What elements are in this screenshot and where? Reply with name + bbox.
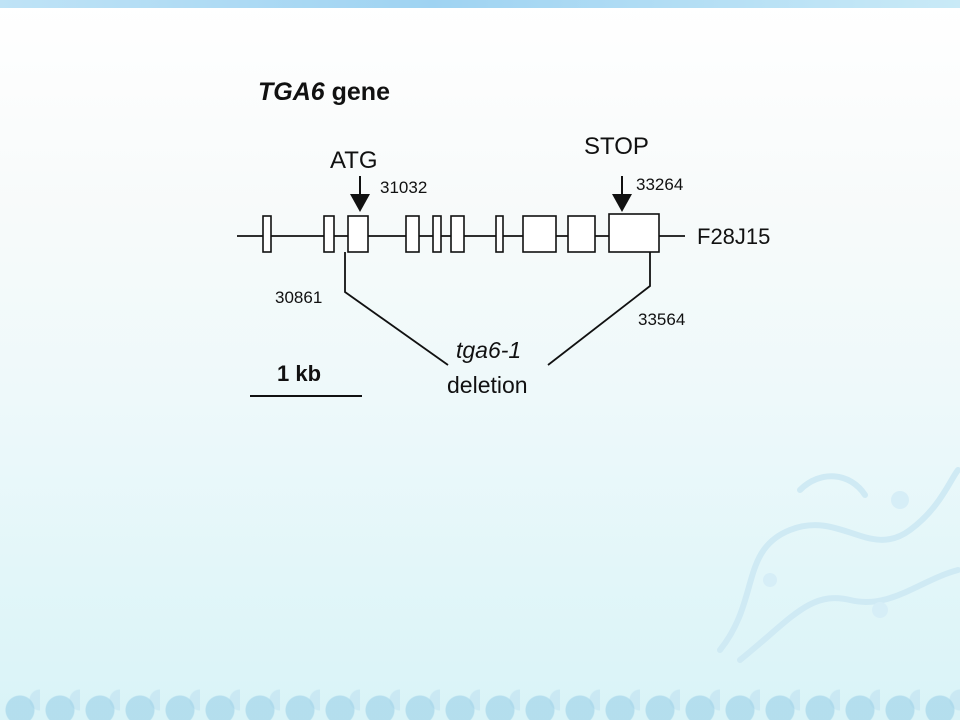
dragon-decoration	[717, 467, 960, 663]
exon-box	[262, 215, 272, 253]
exon-box	[522, 215, 557, 253]
top-accent-bar	[0, 0, 960, 8]
atg-label: ATG	[330, 147, 378, 174]
stop-label: STOP	[584, 133, 649, 160]
exon-box	[432, 215, 442, 253]
exon-box-atg	[347, 215, 369, 253]
deletion-start-position: 30861	[275, 288, 322, 307]
figure-title: TGA6 gene	[258, 78, 390, 106]
exon-box	[495, 215, 504, 253]
exon-box	[405, 215, 420, 253]
exon-box	[450, 215, 465, 253]
exon-group	[262, 213, 660, 253]
exon-box	[323, 215, 335, 253]
atg-arrow-icon	[350, 194, 370, 212]
deletion-allele-label: tga6-1	[456, 337, 521, 363]
title-gene-name: TGA6	[258, 78, 326, 106]
deletion-right-line	[547, 252, 651, 366]
atg-position: 31032	[380, 178, 427, 197]
scale-label: 1 kb	[277, 361, 321, 386]
deletion-label: deletion	[447, 372, 528, 398]
clone-name: F28J15	[697, 224, 770, 249]
exon-box-stop	[608, 213, 660, 253]
stop-position: 33264	[636, 175, 683, 194]
deletion-left-line	[344, 252, 449, 366]
title-gene-word: gene	[325, 78, 390, 106]
exon-box	[567, 215, 596, 253]
stop-arrow-icon	[612, 194, 632, 212]
wave-border	[0, 670, 960, 720]
deletion-end-position: 33564	[638, 310, 685, 329]
